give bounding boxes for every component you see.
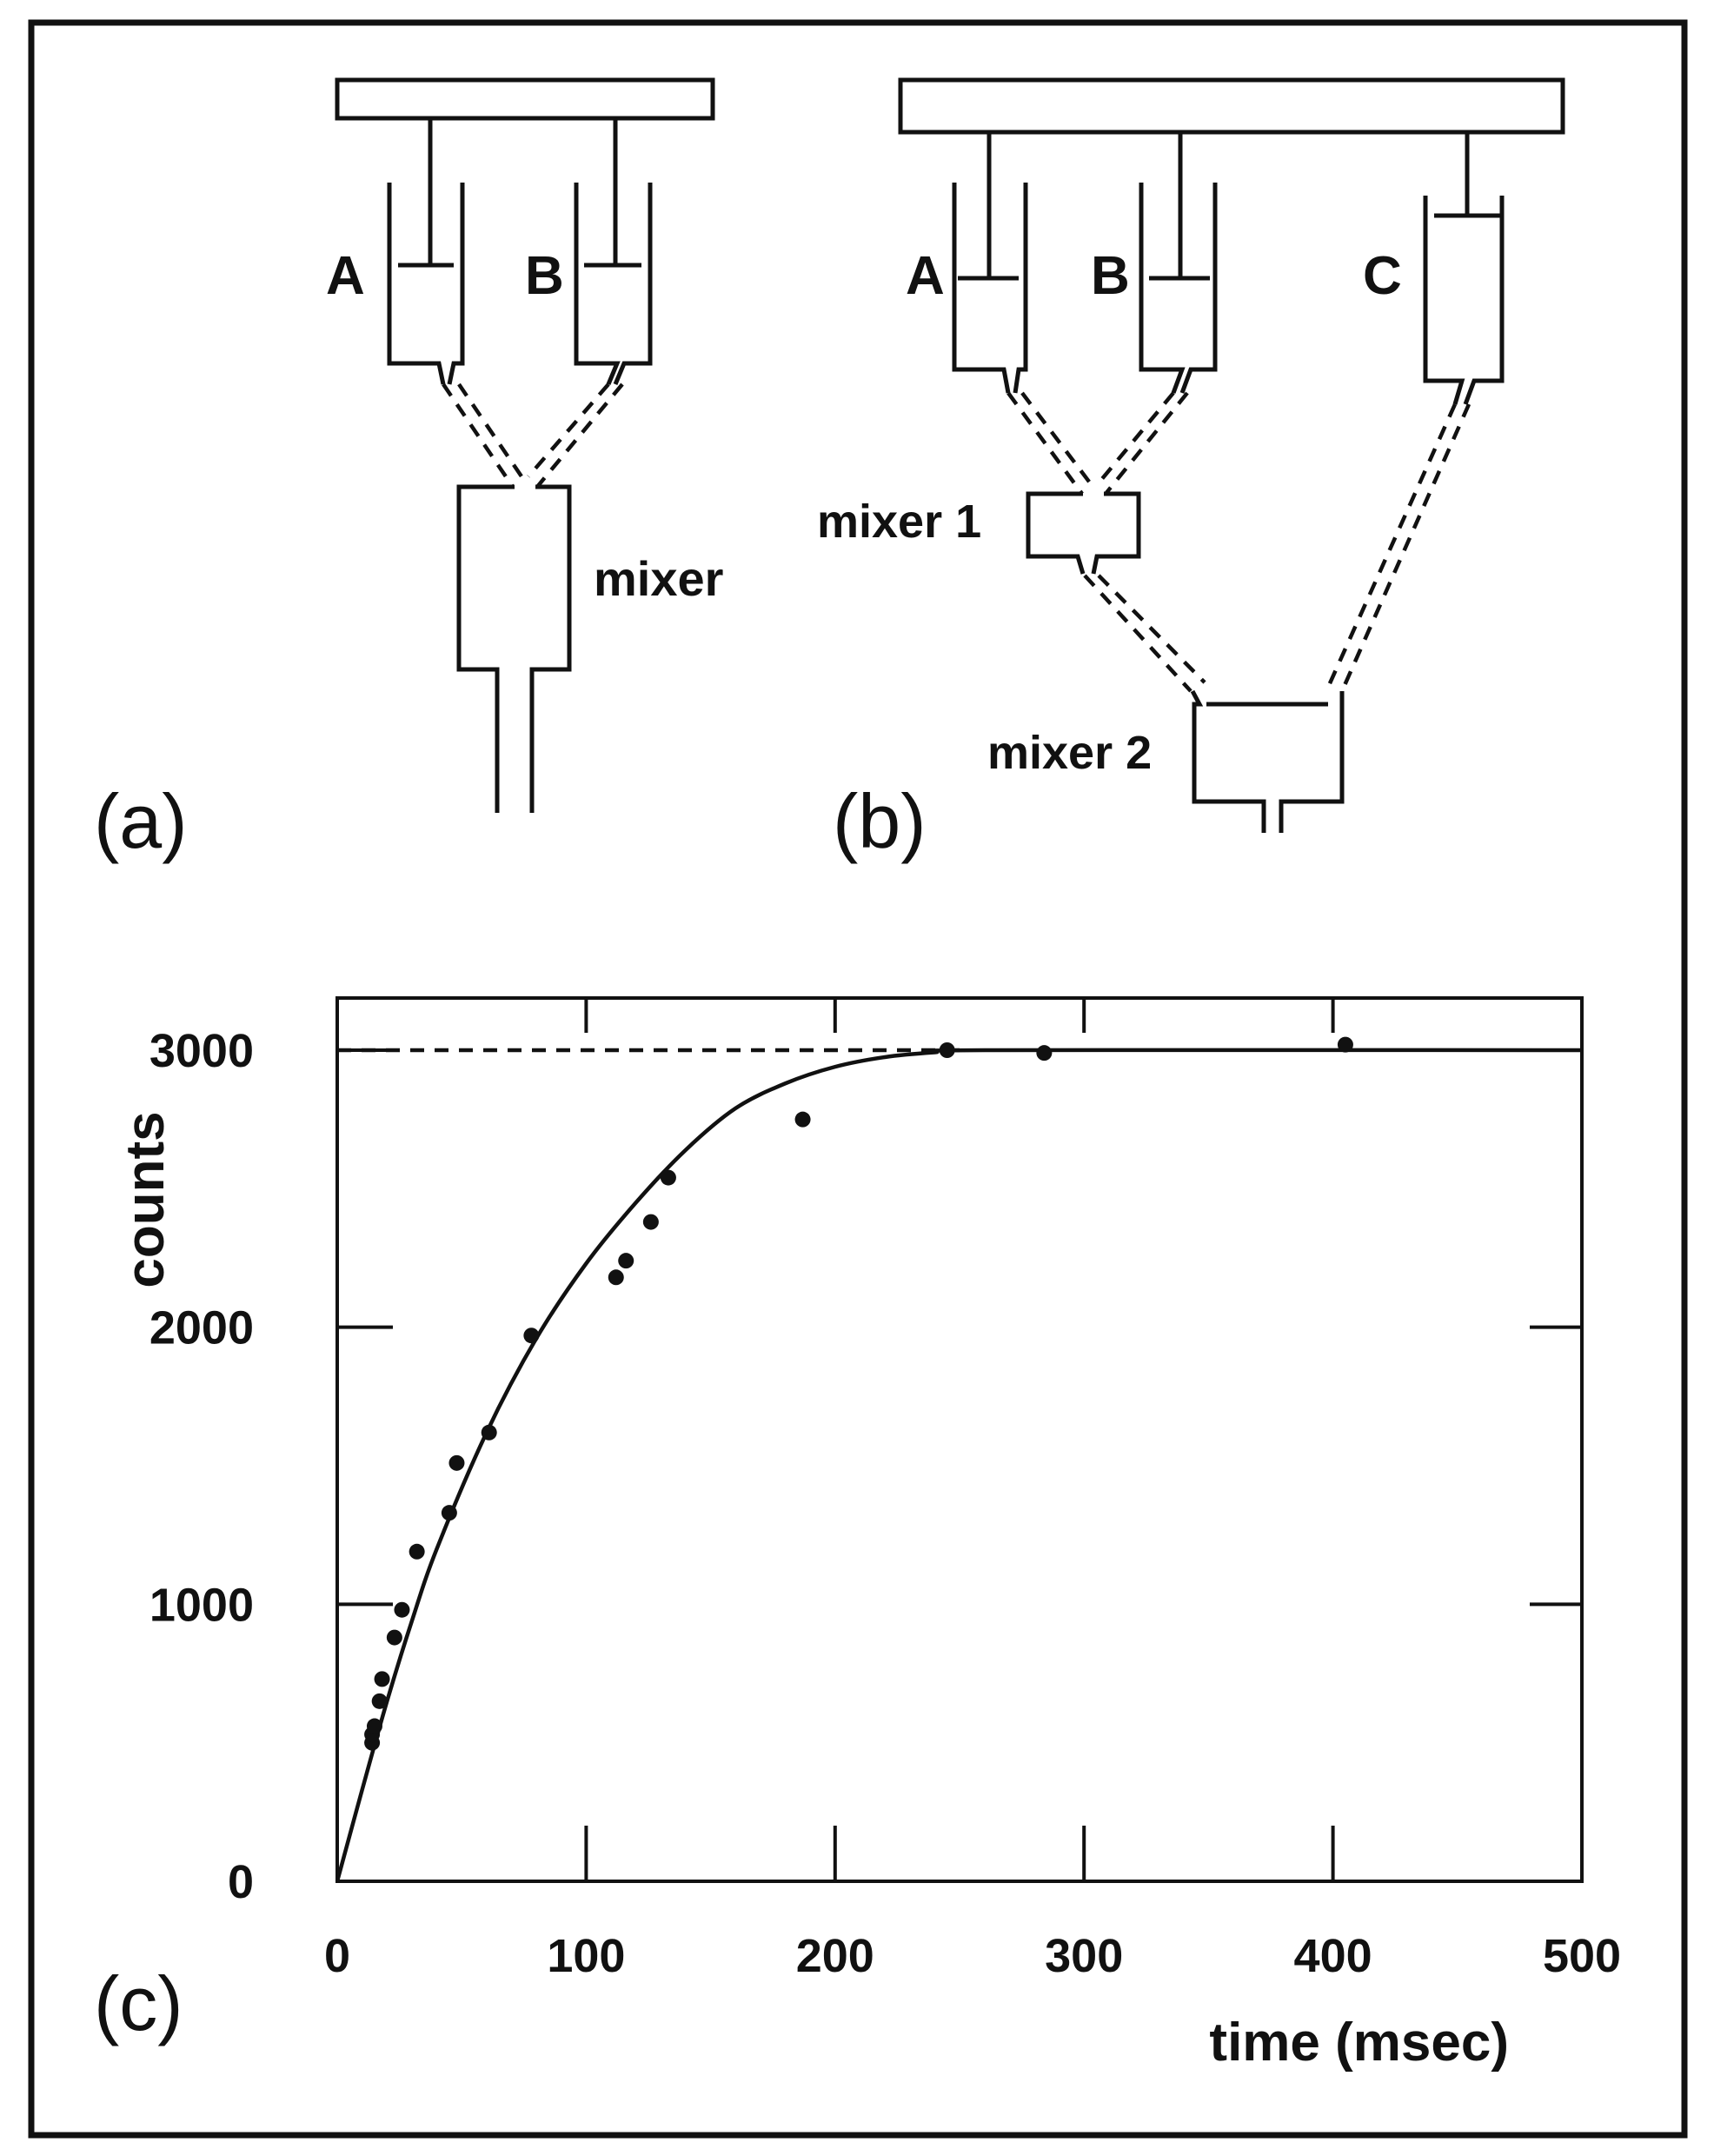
panel-c-label: (c) xyxy=(94,1960,183,2046)
x-tick-labels: 0 100 200 300 400 500 xyxy=(324,1930,1621,1982)
x-tick-label: 500 xyxy=(1543,1930,1621,1982)
data-point xyxy=(371,1693,388,1709)
data-point xyxy=(374,1671,390,1687)
panel-b-syringe-a xyxy=(952,132,1028,394)
x-axis-label: time (msec) xyxy=(1209,2013,1509,2073)
panel-a-syringe-b-label: B xyxy=(525,246,564,306)
y-tick-label: 3000 xyxy=(149,1025,254,1077)
panel-b-tubing-mixer1 xyxy=(1083,574,1206,693)
panel-b-syringe-a-label: A xyxy=(906,246,945,306)
y-tick-label: 1000 xyxy=(149,1579,254,1631)
data-point xyxy=(1337,1036,1353,1053)
data-point xyxy=(608,1269,624,1286)
data-point xyxy=(618,1253,634,1269)
x-tick-label: 300 xyxy=(1045,1930,1123,1982)
data-point xyxy=(642,1214,659,1230)
plot-frame xyxy=(335,996,1584,1883)
panel-a-mixer-label: mixer xyxy=(594,551,723,606)
data-point xyxy=(441,1505,457,1521)
panel-b-syringe-c xyxy=(1423,132,1505,405)
panel-a-syringe-b xyxy=(574,118,653,385)
panel-a-diagram: A B mixer (a) xyxy=(94,77,723,864)
data-point xyxy=(386,1629,402,1646)
data-point xyxy=(660,1169,676,1186)
y-tick-label: 2000 xyxy=(149,1302,254,1354)
panel-b-syringe-c-label: C xyxy=(1363,246,1402,306)
y-tick-label: 0 xyxy=(228,1856,254,1908)
data-point xyxy=(1036,1045,1053,1061)
panel-b-syringe-b-label: B xyxy=(1091,246,1130,306)
panel-b-tubing-ab xyxy=(1006,391,1189,496)
y-tick-labels: 0 1000 2000 3000 xyxy=(149,1025,254,1908)
data-point xyxy=(939,1042,955,1058)
panel-b-diagram: A B C mixer 1 mixer 2 (b) xyxy=(817,77,1565,864)
panel-a-drive-plate xyxy=(335,77,715,121)
data-points xyxy=(364,1036,1353,1751)
figure-border xyxy=(28,19,1688,2139)
data-point xyxy=(394,1601,410,1618)
y-axis-label: counts xyxy=(116,1111,176,1288)
x-tick-label: 100 xyxy=(547,1930,625,1982)
data-point xyxy=(366,1718,382,1734)
panel-a-tubing xyxy=(442,383,624,489)
data-point xyxy=(448,1454,465,1471)
panel-a-syringe-a xyxy=(387,118,465,385)
fit-curve xyxy=(335,1048,1583,1882)
x-tick-label: 200 xyxy=(796,1930,874,1982)
panel-b-tubing-c xyxy=(1324,403,1472,692)
panel-b-mixer2-label: mixer 2 xyxy=(987,727,1152,779)
panel-b-syringe-b xyxy=(1139,132,1218,394)
panel-b-mixer2 xyxy=(1190,689,1345,833)
panel-b-drive-plate xyxy=(898,77,1565,135)
x-tick-label: 0 xyxy=(324,1930,350,1982)
panel-a-syringe-a-label: A xyxy=(326,246,365,306)
panel-b-label: (b) xyxy=(833,778,927,864)
panel-a-mixer xyxy=(456,484,572,813)
panel-b-mixer1-label: mixer 1 xyxy=(817,496,981,548)
data-point xyxy=(409,1543,425,1560)
x-tick-marks xyxy=(584,998,1335,1881)
data-point xyxy=(481,1424,497,1441)
data-point xyxy=(794,1111,811,1128)
panel-c-chart: 0 100 200 300 400 500 0 1000 2000 3000 counts ti… xyxy=(94,996,1621,2073)
panel-a-label: (a) xyxy=(94,778,188,864)
panel-b-mixer1 xyxy=(1026,491,1141,575)
data-point xyxy=(523,1328,540,1344)
x-tick-label: 400 xyxy=(1294,1930,1372,1982)
